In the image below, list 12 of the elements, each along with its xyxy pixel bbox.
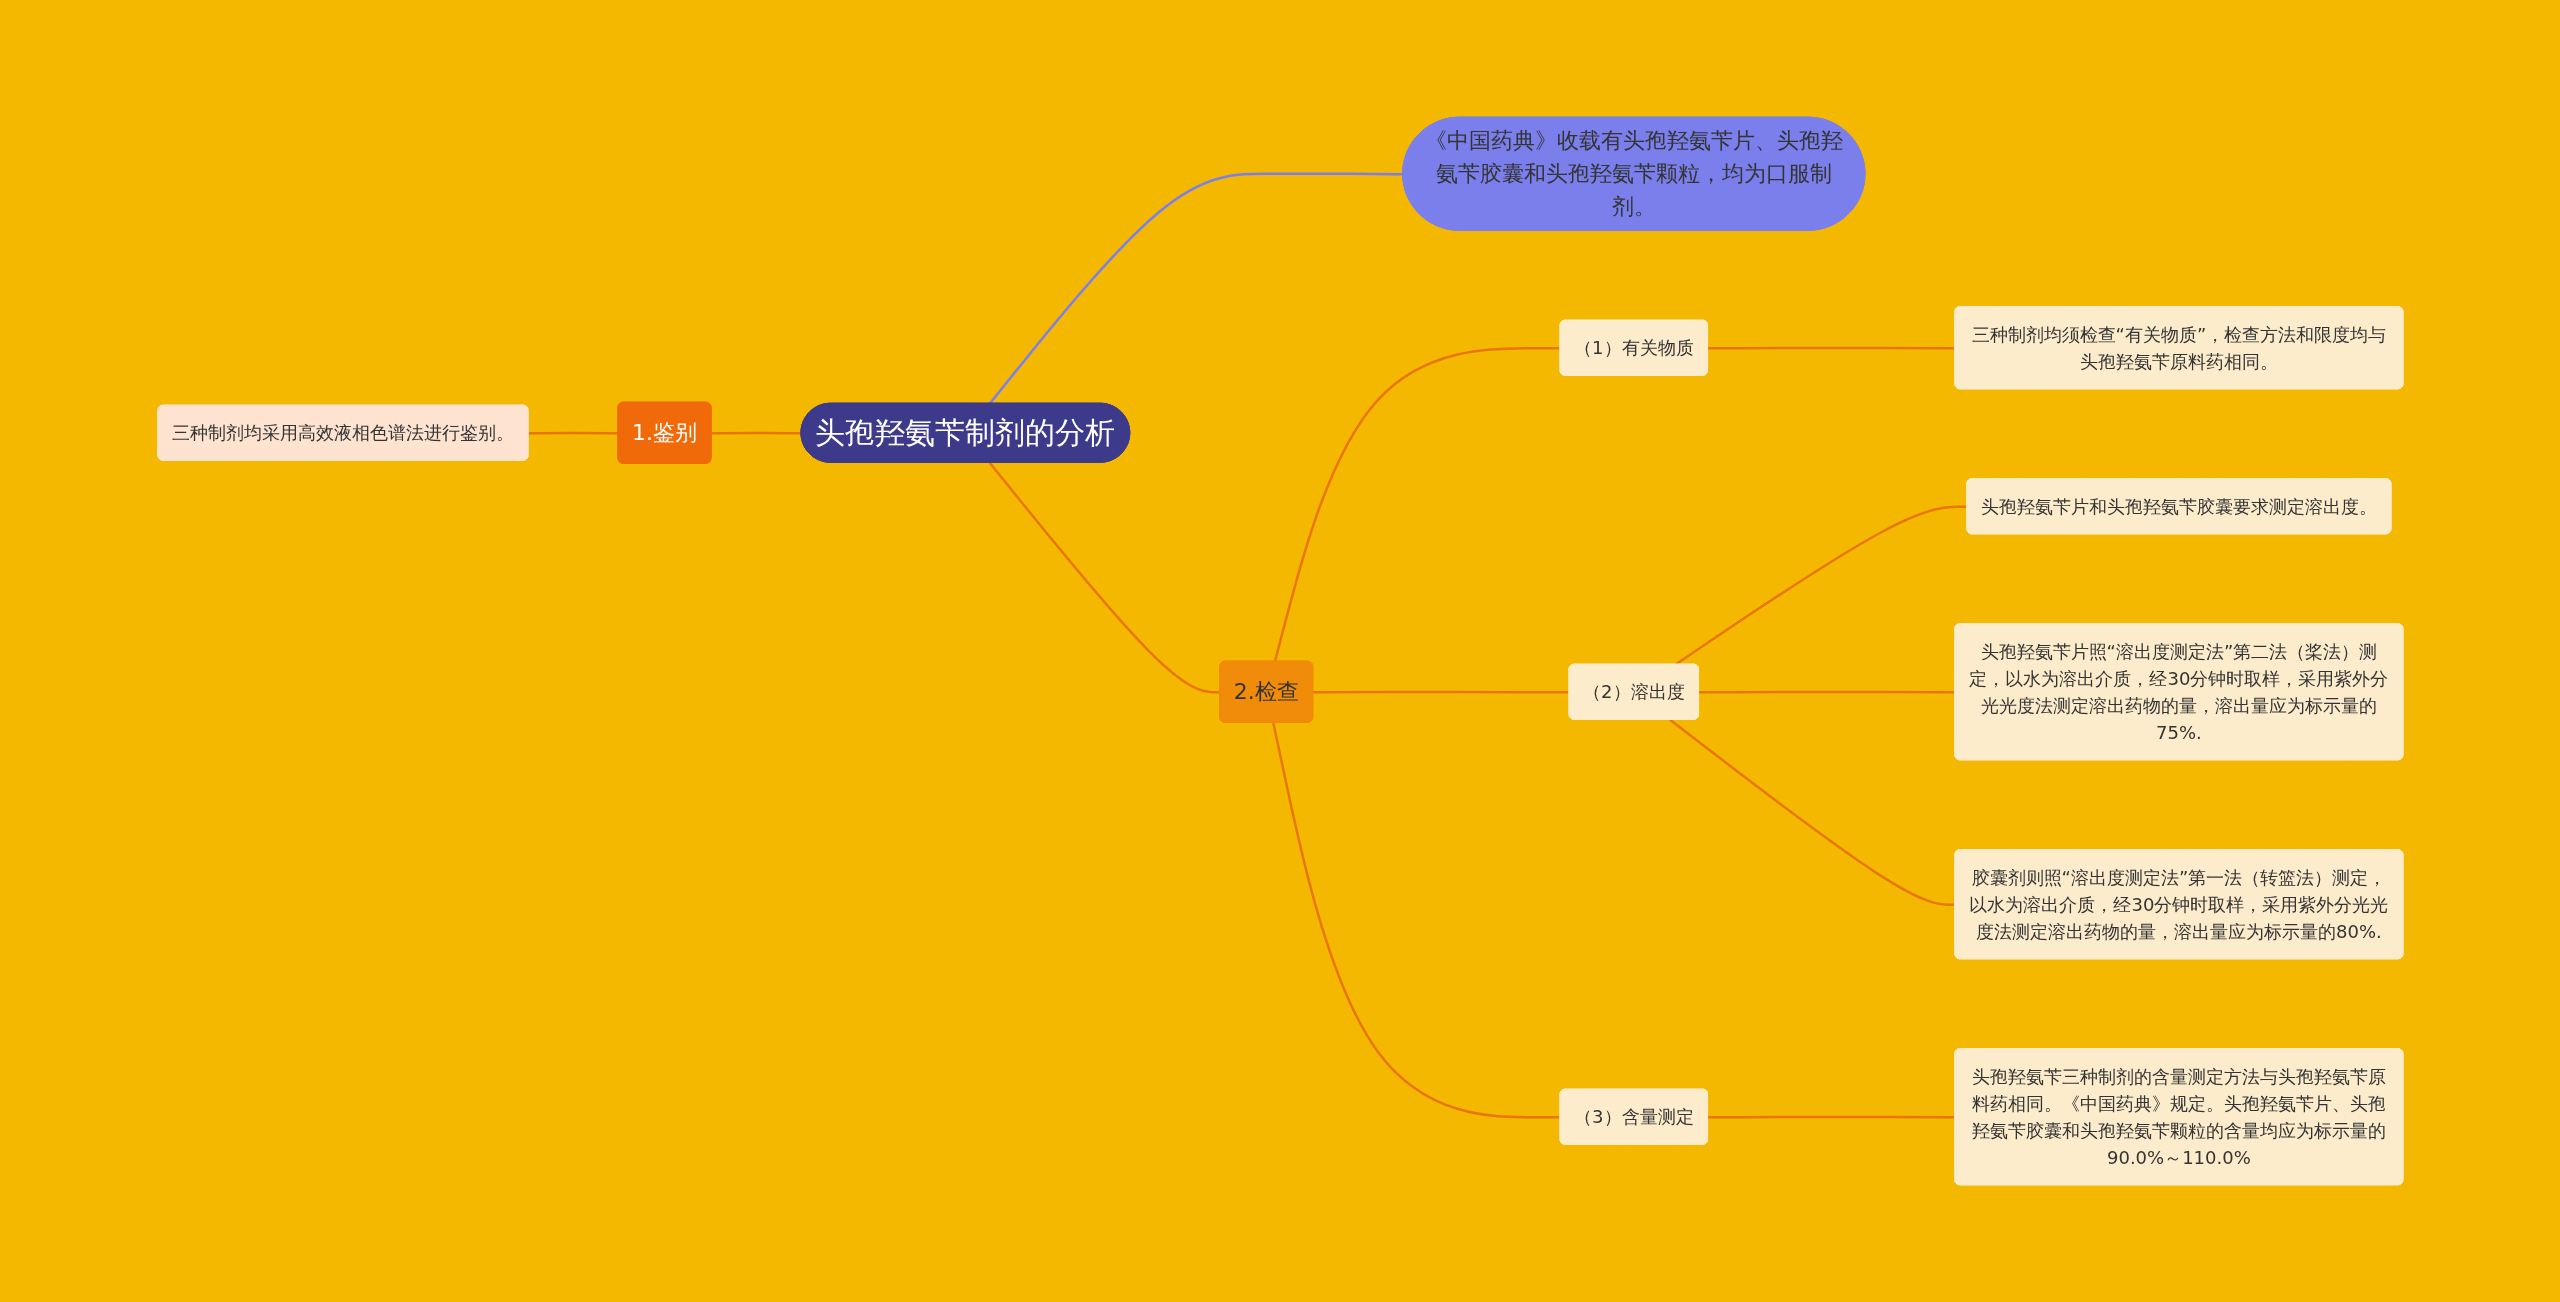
connector — [1668, 718, 1955, 906]
connector — [1312, 690, 1570, 694]
connector — [1273, 346, 1561, 663]
connector — [1698, 690, 1955, 694]
connector — [711, 431, 802, 435]
connector — [1707, 1115, 1955, 1119]
connector — [988, 172, 1403, 405]
connector — [1707, 346, 1955, 350]
connector — [988, 461, 1220, 694]
connector — [528, 431, 619, 435]
connector — [1271, 722, 1561, 1119]
connector — [1674, 505, 1967, 666]
